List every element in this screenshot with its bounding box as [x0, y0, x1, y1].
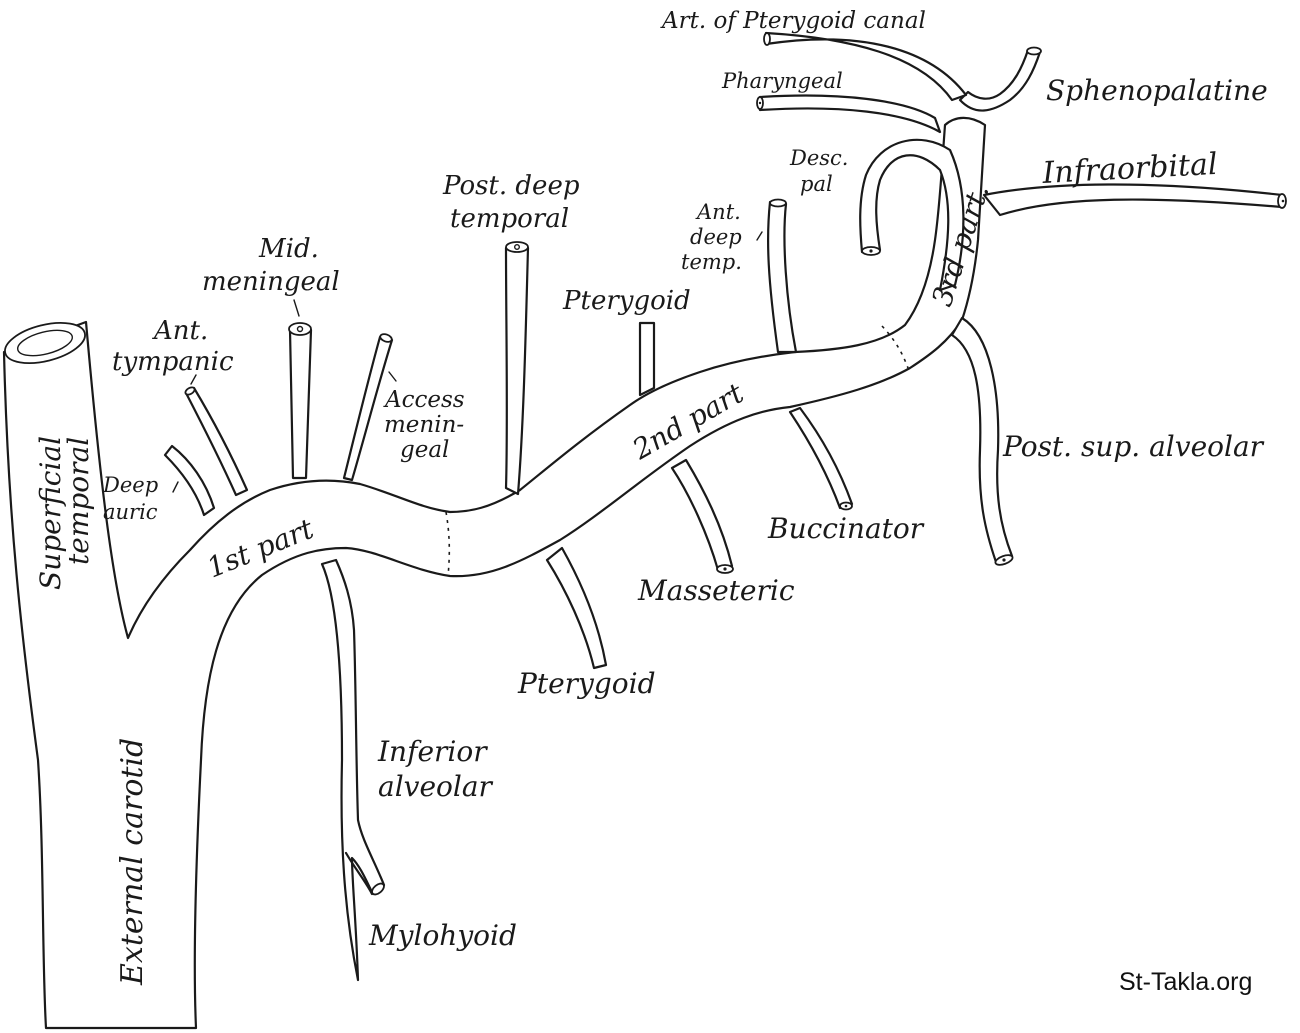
leader-ant-deep-temp [756, 231, 763, 241]
label-superficial-temporal-2: temporal [62, 437, 95, 565]
buccinator-vessel [788, 406, 854, 511]
label-ant-deep-temp-2: deep [690, 225, 742, 249]
art-pterygoid-canal-vessel [763, 31, 968, 102]
label-pharyngeal: Pharyngeal [721, 69, 843, 93]
masseteric-vessel [670, 458, 734, 574]
infraorbital-vessel [982, 183, 1287, 217]
deep-auric-vessel [163, 444, 216, 517]
label-deep-auric-1: Deep [102, 473, 158, 497]
leader-mid-meningeal [293, 299, 300, 317]
desc-palatine-vessel [859, 138, 965, 292]
label-infraorbital: Infraorbital [1041, 147, 1219, 191]
mylohyoid-vessel [344, 851, 374, 896]
label-sphenopalatine: Sphenopalatine [1046, 74, 1268, 107]
label-mid-meningeal-2: meningeal [202, 267, 340, 297]
label-ant-deep-temp-3: temp. [681, 250, 742, 274]
inferior-alveolar-vessel [320, 558, 386, 982]
pterygoid-lower-vessel [545, 546, 608, 670]
pharyngeal-vessel [756, 94, 942, 134]
leader-deep-auric [172, 481, 179, 493]
label-pterygoid-lower: Pterygoid [517, 667, 656, 700]
label-ant-tympanic-1: Ant. [152, 316, 208, 346]
label-superficial-temporal-1: Superficial [34, 436, 67, 590]
label-post-sup-alveolar: Post. sup. alveolar [1002, 430, 1265, 463]
boundary-2nd-3rd [881, 325, 909, 369]
label-ant-deep-temp-1: Ant. [695, 200, 741, 224]
label-post-deep-temporal-2: temporal [450, 204, 569, 234]
pterygoid-upper-vessel [638, 321, 656, 397]
ant-deep-temp-vessel [766, 198, 798, 354]
access-meningeal-vessel [342, 333, 394, 482]
label-masseteric: Masseteric [637, 574, 795, 607]
watermark: St-Takla.org [1119, 968, 1252, 996]
label-art-pterygoid-canal: Art. of Pterygoid canal [660, 8, 926, 34]
ant-tympanic-vessel [184, 386, 249, 497]
post-deep-temporal-vessel [504, 241, 530, 496]
label-access-meningeal-2: menin- [384, 412, 464, 438]
label-inferior-alveolar-1: Inferior [377, 735, 488, 768]
label-mylohyoid: Mylohyoid [368, 919, 517, 952]
label-desc-pal-1: Desc. [789, 146, 848, 170]
label-buccinator: Buccinator [767, 512, 925, 545]
mid-meningeal-vessel [288, 322, 313, 480]
leader-ant-tympanic [190, 374, 197, 385]
external-carotid-vessel [2, 116, 987, 1030]
label-access-meningeal-3: geal [400, 437, 449, 463]
boundary-1st-2nd [445, 511, 451, 577]
label-pterygoid-upper: Pterygoid [562, 286, 691, 316]
label-ant-tympanic-2: tympanic [112, 347, 234, 377]
label-mid-meningeal-1: Mid. [258, 234, 319, 264]
label-post-deep-temporal-1: Post. deep [442, 171, 580, 201]
label-deep-auric-2: auric [103, 500, 158, 524]
label-desc-pal-2: pal [800, 172, 833, 196]
label-external-carotid: External carotid [115, 738, 150, 986]
sphenopalatine-vessel [958, 46, 1042, 112]
leader-access-meningeal [388, 371, 397, 382]
label-access-meningeal-1: Access [383, 387, 465, 413]
label-inferior-alveolar-2: alveolar [378, 770, 494, 803]
post-sup-alveolar-vessel [950, 316, 1014, 566]
